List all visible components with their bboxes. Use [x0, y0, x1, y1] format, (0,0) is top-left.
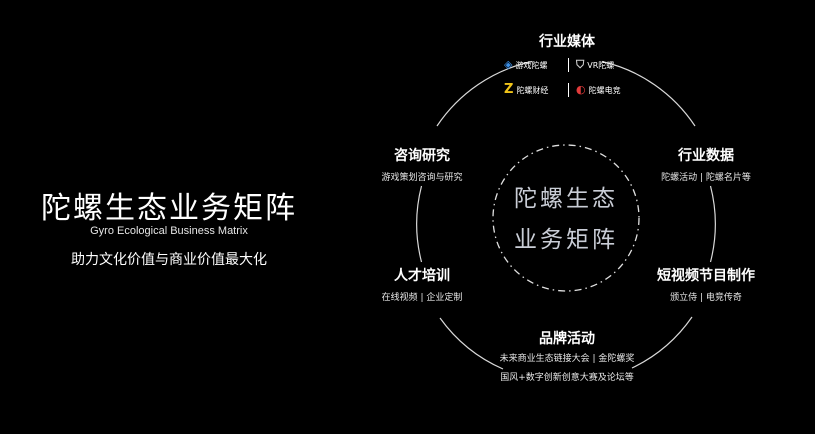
center-label-line1: 陀螺生态 [514, 186, 618, 212]
outer-ring-arc-top-left [436, 60, 533, 127]
logo-dianjing-label: 陀螺电竞 [588, 85, 621, 95]
tuoluo-caijing-logo-icon: Z [504, 82, 514, 97]
node-video-desc: 颁立侍 | 电竞传奇 [670, 293, 742, 303]
tuoluo-dianjing-logo-icon: ◐ [576, 83, 586, 96]
node-consulting-research: 咨询研究 游戏策划咨询与研究 [352, 147, 492, 186]
node-brand-title: 品牌活动 [539, 331, 595, 347]
page-subtitle: Gyro Ecological Business Matrix [90, 225, 248, 237]
node-brand-desc-line1: 未来商业生态链接大会 | 金陀螺奖 [499, 354, 635, 364]
outer-ring-arc-right [709, 185, 716, 263]
node-short-video: 短视频节目制作 颁立侍 | 电竞传奇 [636, 267, 776, 306]
youxi-tuoluo-logo-icon: ◈ [504, 58, 513, 71]
node-industry-data: 行业数据 陀螺活动 | 陀螺名片等 [636, 147, 776, 186]
outer-ring-arc-bottom-left [439, 317, 504, 370]
logo-vr-label: VR陀螺 [587, 60, 615, 70]
logo-divider [568, 83, 569, 97]
vr-tuoluo-logo-icon: ⛉ [576, 58, 585, 71]
center-label: 陀螺生态 业务矩阵 [496, 179, 636, 261]
inner-dashed-ring [492, 144, 640, 292]
page-slogan: 助力文化价值与商业价值最大化 [71, 252, 267, 268]
node-data-title: 行业数据 [678, 148, 734, 164]
node-brand-desc-line2: 国风+数字创新创意大赛及论坛等 [500, 373, 634, 383]
logo-tuoluo-dianjing: ◐ 陀螺电竞 [576, 83, 621, 97]
node-consulting-desc: 游戏策划咨询与研究 [381, 173, 463, 183]
logo-youxi-label: 游戏陀螺 [515, 60, 548, 70]
node-consulting-title: 咨询研究 [394, 148, 450, 164]
node-industry-media-title: 行业媒体 [539, 34, 595, 50]
logo-youxi-tuoluo: ◈ 游戏陀螺 [504, 58, 547, 72]
logo-vr-tuoluo: ⛉ VR陀螺 [576, 58, 614, 72]
node-talent-title: 人才培训 [394, 268, 450, 284]
outer-ring-arc-top-right [601, 60, 696, 127]
node-data-desc: 陀螺活动 | 陀螺名片等 [661, 173, 751, 183]
logo-caijing-label: 陀螺财经 [516, 85, 549, 95]
media-logos: ◈ 游戏陀螺 ⛉ VR陀螺 Z 陀螺财经 ◐ 陀螺电竞 [500, 55, 636, 101]
node-industry-media: 行业媒体 [497, 33, 637, 51]
outer-ring-arc-bottom-right [631, 316, 693, 369]
node-video-title: 短视频节目制作 [657, 268, 755, 284]
outer-ring-arc-left [416, 185, 423, 263]
page-title: 陀螺生态业务矩阵 [41, 191, 297, 226]
logo-divider [568, 58, 569, 72]
node-talent-desc: 在线视频 | 企业定制 [381, 293, 463, 303]
center-label-line2: 业务矩阵 [514, 227, 618, 253]
node-brand-events: 品牌活动 未来商业生态链接大会 | 金陀螺奖 国风+数字创新创意大赛及论坛等 [467, 330, 667, 386]
node-talent-training: 人才培训 在线视频 | 企业定制 [352, 267, 492, 306]
logo-tuoluo-caijing: Z 陀螺财经 [504, 83, 548, 97]
